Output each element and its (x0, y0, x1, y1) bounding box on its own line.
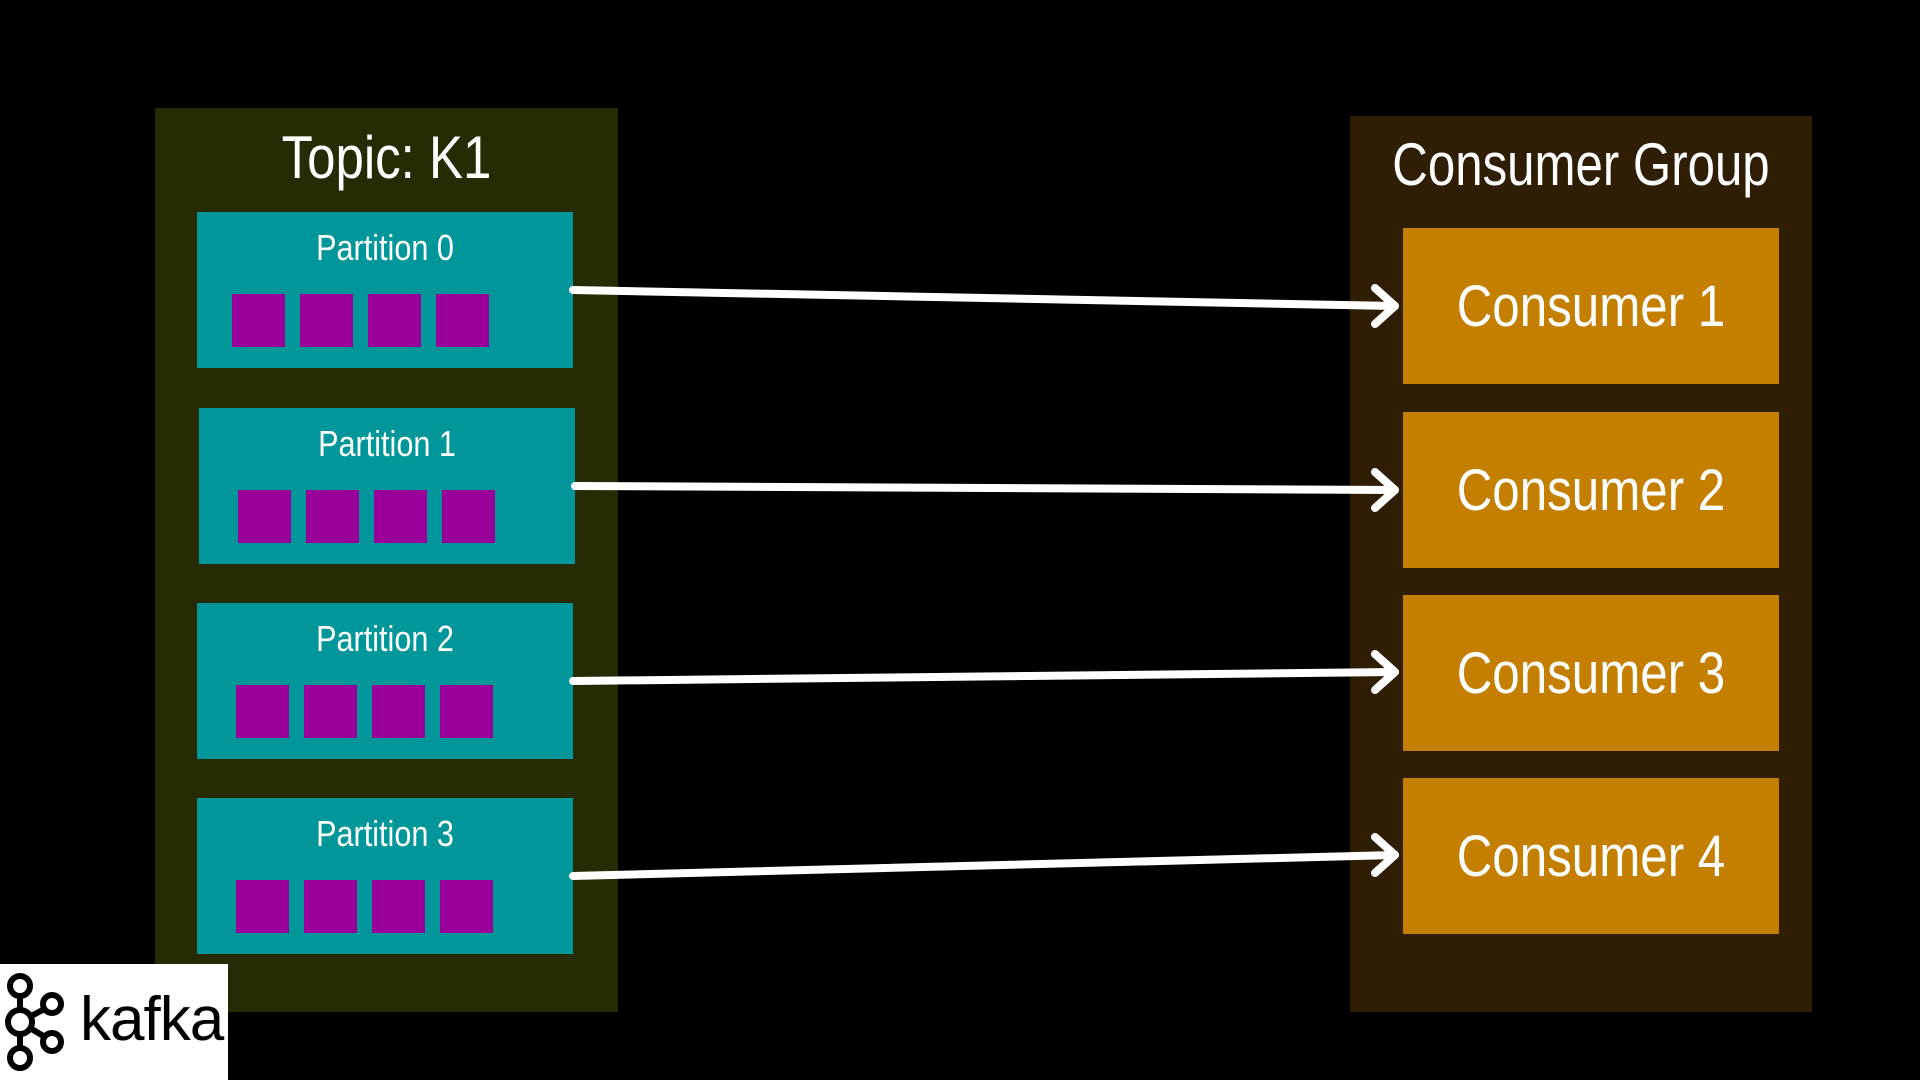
partition-label: Partition 0 (316, 227, 454, 268)
partition-label: Partition 2 (316, 618, 454, 659)
partition-label: Partition 1 (318, 423, 456, 464)
consumer-group-title: Consumer Group (1392, 131, 1770, 198)
message-block (442, 490, 495, 543)
message-block (238, 490, 291, 543)
message-block (440, 880, 493, 933)
consumer-label: Consumer 1 (1456, 273, 1726, 339)
kafka-wordmark: kafka (80, 985, 224, 1054)
arrow-partition-2-to-consumer-3 (569, 650, 1399, 694)
consumer-label: Consumer 3 (1456, 640, 1726, 706)
message-block (304, 685, 357, 738)
consumer-label: Consumer 2 (1456, 457, 1726, 523)
arrow-partition-0-to-consumer-1 (569, 284, 1399, 328)
consumer-4: Consumer 4 (1403, 778, 1779, 934)
message-block (374, 490, 427, 543)
kafka-icon (5, 973, 64, 1071)
message-block (372, 685, 425, 738)
topic-title: Topic: K1 (281, 124, 492, 191)
message-block (236, 880, 289, 933)
message-block (304, 880, 357, 933)
message-block (236, 685, 289, 738)
message-block (368, 294, 421, 347)
consumer-1: Consumer 1 (1403, 228, 1779, 384)
message-block (300, 294, 353, 347)
message-block (436, 294, 489, 347)
consumer-2: Consumer 2 (1403, 412, 1779, 568)
partition-2: Partition 2 (197, 603, 573, 759)
partition-3: Partition 3 (197, 798, 573, 954)
partition-0: Partition 0 (197, 212, 573, 368)
consumer-3: Consumer 3 (1403, 595, 1779, 751)
consumer-label: Consumer 4 (1456, 823, 1726, 889)
message-block (232, 294, 285, 347)
partition-label: Partition 3 (316, 813, 454, 854)
message-block (372, 880, 425, 933)
consumer-group-panel: Consumer Group Consumer 1 Consumer 2 Con… (1350, 116, 1812, 1012)
arrow-partition-3-to-consumer-4 (569, 833, 1399, 880)
topic-panel: Topic: K1 Partition 0 Partition 1 Partit… (155, 108, 618, 1012)
message-block (440, 685, 493, 738)
partition-1: Partition 1 (199, 408, 575, 564)
kafka-logo: kafka (0, 964, 228, 1080)
arrow-partition-1-to-consumer-2 (571, 468, 1399, 512)
message-block (306, 490, 359, 543)
